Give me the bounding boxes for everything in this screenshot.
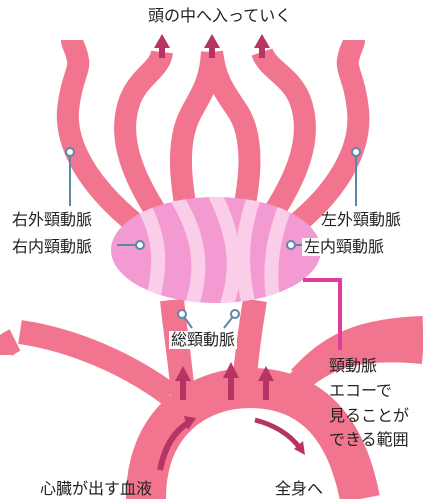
echo-range-line-4: できる範囲 — [329, 428, 409, 453]
title-label: 頭の中へ入っていく — [148, 7, 291, 25]
label-to-body: 全身へ — [275, 480, 323, 498]
label-heart-blood: 心臓が出す血液 — [40, 480, 152, 498]
label-right-internal: 右内頸動脈 — [10, 238, 94, 256]
echo-range-line-3: 見ることが — [329, 404, 409, 429]
aortic-arch — [146, 388, 360, 499]
label-common-carotid: 総頸動脈 — [169, 331, 237, 349]
label-right-external: 右外頸動脈 — [12, 211, 92, 229]
label-left-external: 左外頸動脈 — [321, 211, 401, 229]
echo-region — [111, 195, 321, 310]
label-left-internal: 左内頸動脈 — [302, 238, 386, 256]
arch-arrows — [160, 416, 305, 470]
label-echo-range: 頸動脈 エコーで 見ることが できる範囲 — [329, 354, 409, 453]
echo-range-line-2: エコーで — [329, 379, 409, 404]
echo-range-line-1: 頸動脈 — [329, 354, 409, 379]
